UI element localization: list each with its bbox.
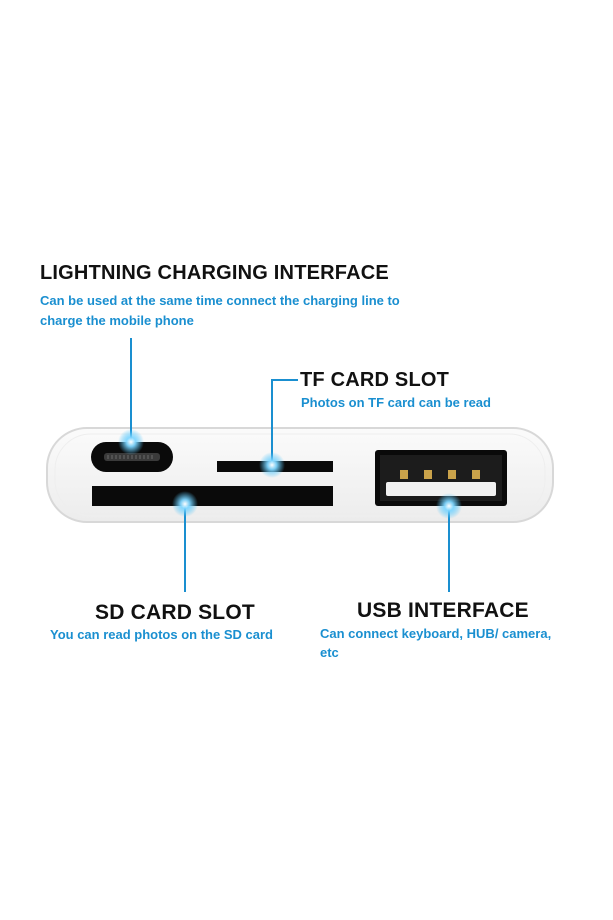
sd-title: SD CARD SLOT: [95, 601, 255, 624]
tf-desc: Photos on TF card can be read: [301, 395, 491, 410]
usb-desc-line2: etc: [320, 645, 339, 660]
usb-title: USB INTERFACE: [357, 599, 529, 622]
callout-line-tf: [271, 379, 298, 463]
usb-port-tongue: [386, 482, 496, 496]
glow-marker-tf: [259, 452, 285, 478]
usb-port-pins: [400, 470, 480, 479]
adapter-body-inner: [54, 433, 546, 517]
callout-lines: [130, 338, 450, 592]
glow-marker-usb: [436, 493, 462, 519]
lightning-title: LIGHTNING CHARGING INTERFACE: [40, 262, 389, 284]
lightning-port-pins: [107, 455, 153, 459]
usb-desc-line1: Can connect keyboard, HUB/ camera,: [320, 626, 552, 641]
sd-card-slot: [92, 486, 333, 506]
glow-marker-sd: [172, 491, 198, 517]
tf-title: TF CARD SLOT: [300, 369, 450, 391]
sd-desc: You can read photos on the SD card: [50, 627, 273, 642]
glow-marker-lightning: [118, 429, 144, 455]
lightning-desc-line1: Can be used at the same time connect the…: [40, 293, 400, 308]
lightning-desc-line2: charge the mobile phone: [40, 313, 194, 328]
